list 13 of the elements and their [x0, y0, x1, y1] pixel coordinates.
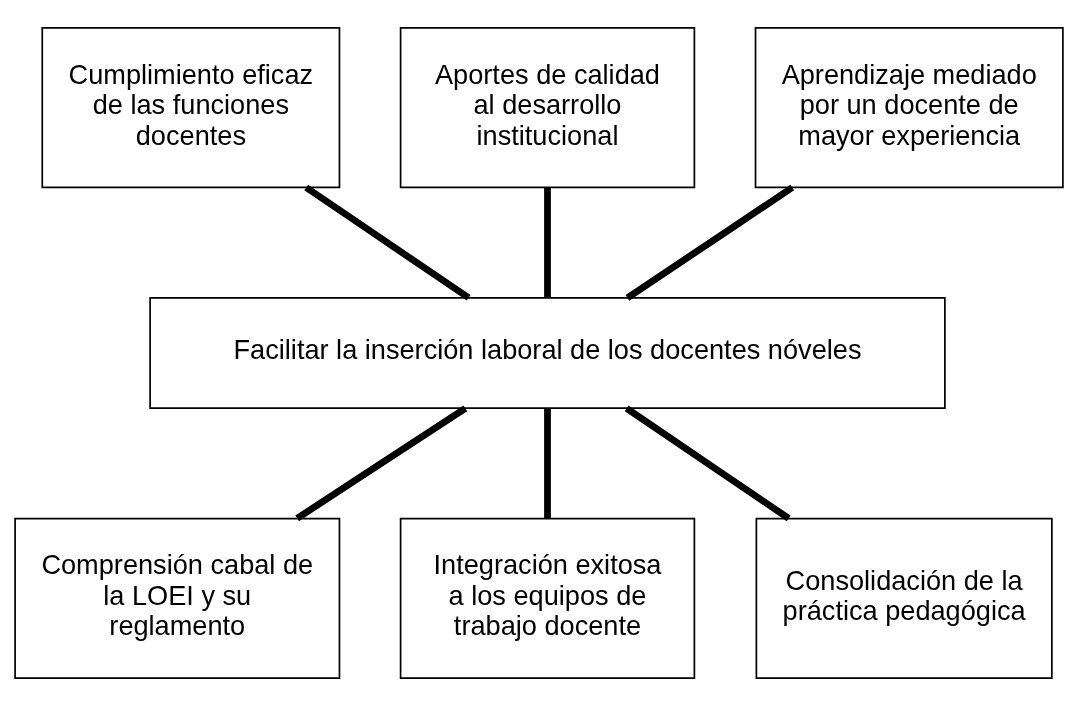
node-box: Integración exitosa a los equipos de trabajo docente — [399, 517, 696, 680]
connector — [295, 405, 468, 522]
connector — [304, 184, 471, 301]
connector — [544, 187, 551, 298]
connector — [544, 408, 551, 519]
node-box: Aportes de calidad al desarrollo institucional — [399, 26, 696, 189]
connector — [625, 184, 795, 301]
node-box: Consolidación de la práctica pedagógica — [755, 517, 1053, 680]
node-box: Cumplimiento eficaz de las funciones docentes — [41, 26, 341, 189]
node-box: Facilitar la inserción laboral de los docentes nóveles — [149, 296, 946, 410]
node-box: Aprendizaje mediado por un docente de mayor experiencia — [754, 26, 1064, 189]
node-box: Comprensión cabal de la LOEI y su reglamento — [14, 517, 341, 680]
connector — [624, 405, 791, 522]
